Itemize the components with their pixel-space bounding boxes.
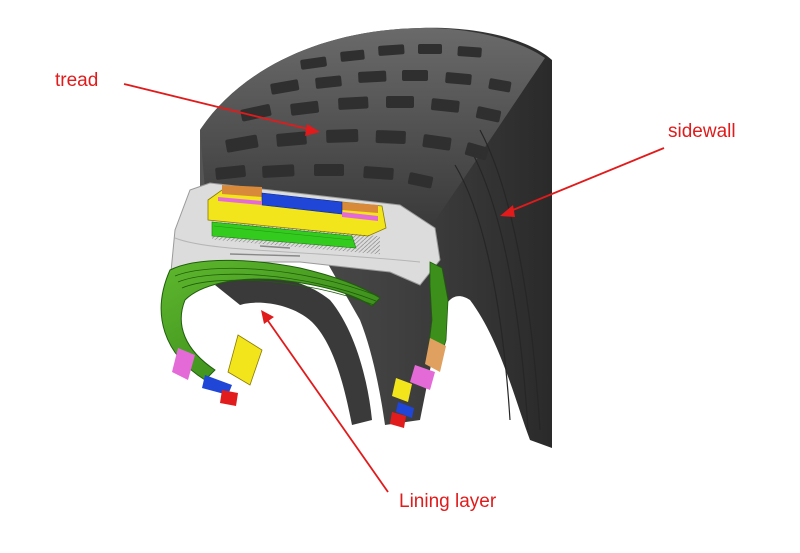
belt-green — [211, 221, 357, 249]
arrow-tread — [123, 83, 320, 136]
steel-belts — [207, 185, 387, 255]
inner-cavity — [215, 276, 372, 425]
belt-orange-left — [222, 185, 262, 197]
bead-left-red — [220, 390, 238, 406]
belt-pink-left — [218, 197, 262, 205]
arrow-lining — [261, 310, 389, 493]
label-sidewall: sidewall — [668, 121, 736, 142]
inner-liner — [160, 259, 449, 381]
bead-right — [390, 338, 446, 428]
arrow-sidewall — [500, 147, 665, 217]
label-lining-layer: Lining layer — [399, 491, 497, 512]
bead-right-red — [390, 412, 406, 428]
label-tread: tread — [55, 70, 99, 91]
sidewall-grooves — [454, 129, 541, 431]
belt-orange-right — [342, 202, 378, 213]
bead-left — [172, 334, 263, 406]
tread-blocks — [215, 44, 512, 189]
belt-pink-right — [342, 212, 378, 221]
annotation-arrows — [123, 83, 665, 493]
